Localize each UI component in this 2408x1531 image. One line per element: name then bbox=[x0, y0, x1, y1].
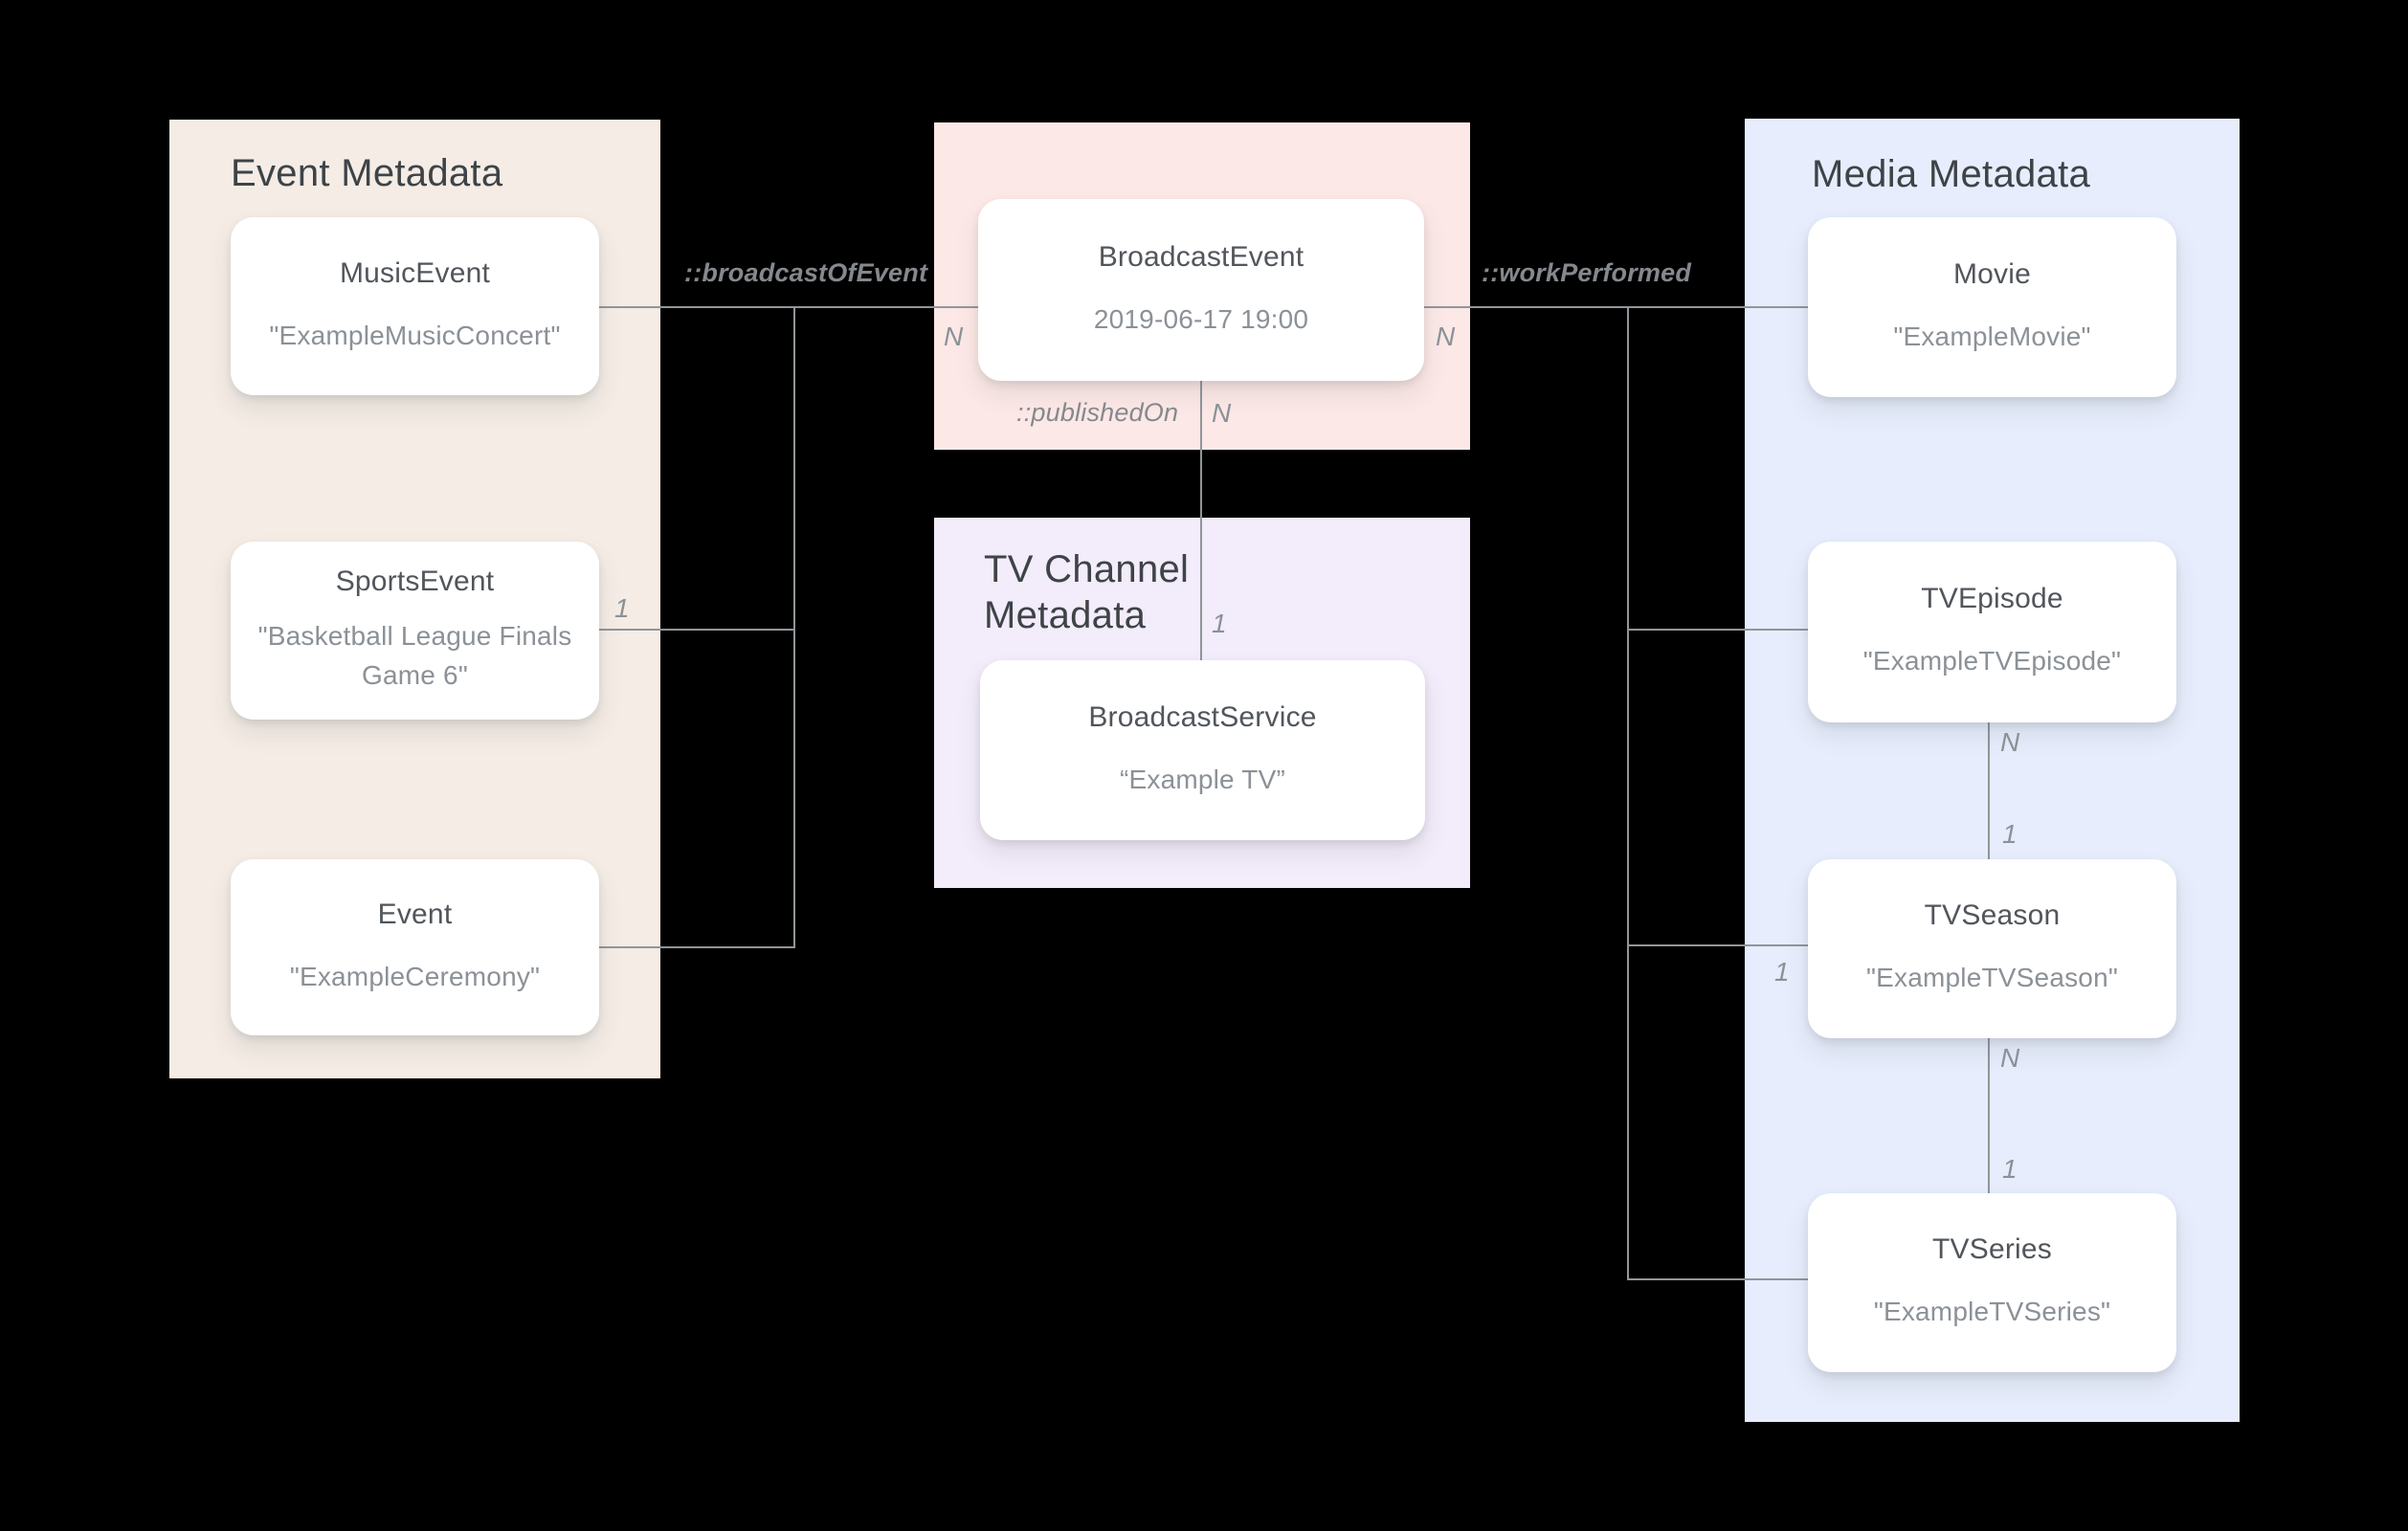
cardinality-broadcastofevent-n: N bbox=[944, 322, 964, 351]
panel-title-event-metadata: Event Metadata bbox=[231, 152, 503, 194]
card-tvseason-value: "ExampleTVSeason" bbox=[1866, 963, 2118, 993]
card-tvseries: TVSeries "ExampleTVSeries" bbox=[1808, 1193, 2176, 1372]
connector-broadcastofevent-line bbox=[599, 306, 978, 308]
card-sportsevent: SportsEvent "Basketball League Finals Ga… bbox=[231, 542, 599, 720]
cardinality-episode-season-n: N bbox=[2000, 727, 2020, 757]
cardinality-season-series-n: N bbox=[2000, 1043, 2020, 1073]
card-broadcastservice-value: “Example TV” bbox=[1119, 764, 1286, 794]
connector-tvseason-stub bbox=[1628, 944, 1808, 946]
card-tvepisode: TVEpisode "ExampleTVEpisode" bbox=[1808, 542, 2176, 722]
connector-tvepisode-stub bbox=[1628, 629, 1808, 631]
card-event: Event "ExampleCeremony" bbox=[231, 859, 599, 1035]
card-movie: Movie "ExampleMovie" bbox=[1808, 217, 2176, 397]
card-musicevent-value: "ExampleMusicConcert" bbox=[269, 320, 561, 350]
connector-season-series-line bbox=[1988, 1038, 1990, 1193]
cardinality-episode-season-1: 1 bbox=[2002, 819, 2018, 849]
card-tvseason: TVSeason "ExampleTVSeason" bbox=[1808, 859, 2176, 1038]
card-tvseries-title: TVSeries bbox=[1932, 1233, 2052, 1266]
relation-label-workperformed: ::workPerformed bbox=[1482, 258, 1692, 287]
cardinality-publishedon-1: 1 bbox=[1212, 609, 1227, 638]
cardinality-season-series-1: 1 bbox=[2002, 1154, 2018, 1184]
card-broadcastevent-title: BroadcastEvent bbox=[1098, 240, 1304, 273]
relation-label-broadcastofevent: ::broadcastOfEvent bbox=[684, 258, 928, 287]
panel-title-tv-channel-metadata: TV Channel Metadata bbox=[984, 548, 1190, 636]
card-musicevent-title: MusicEvent bbox=[339, 256, 491, 289]
connector-workperformed-line bbox=[1424, 306, 1808, 308]
relation-label-publishedon: ::publishedOn bbox=[1016, 398, 1179, 427]
cardinality-tvseason-stub-1: 1 bbox=[1774, 957, 1790, 987]
card-tvseries-value: "ExampleTVSeries" bbox=[1873, 1297, 2111, 1327]
card-broadcastevent: BroadcastEvent 2019-06-17 19:00 bbox=[978, 199, 1424, 381]
connector-publishedon-line bbox=[1200, 381, 1202, 660]
connector-tvseries-stub bbox=[1628, 1278, 1808, 1280]
connector-sportsevent-stub bbox=[599, 629, 794, 631]
card-musicevent: MusicEvent "ExampleMusicConcert" bbox=[231, 217, 599, 395]
card-sportsevent-title: SportsEvent bbox=[335, 566, 495, 598]
card-event-value: "ExampleCeremony" bbox=[289, 961, 541, 991]
connector-media-branch-line bbox=[1627, 306, 1629, 1280]
cardinality-workperformed-n: N bbox=[1436, 322, 1456, 351]
card-tvepisode-value: "ExampleTVEpisode" bbox=[1862, 646, 2122, 677]
cardinality-publishedon-n: N bbox=[1212, 398, 1232, 428]
card-broadcastservice-title: BroadcastService bbox=[1088, 700, 1317, 733]
card-sportsevent-value: "Basketball League Finals Game 6" bbox=[257, 621, 572, 690]
card-tvseason-title: TVSeason bbox=[1924, 899, 2061, 932]
card-tvepisode-title: TVEpisode bbox=[1921, 583, 2063, 615]
card-event-title: Event bbox=[377, 898, 453, 930]
cardinality-sportsevent-1: 1 bbox=[614, 593, 630, 623]
card-movie-value: "ExampleMovie" bbox=[1893, 321, 2091, 351]
card-broadcastservice: BroadcastService “Example TV” bbox=[980, 660, 1425, 840]
connector-event-stub bbox=[599, 946, 794, 948]
connector-event-branch-line bbox=[793, 306, 795, 948]
connector-episode-season-line bbox=[1988, 722, 1990, 859]
card-movie-title: Movie bbox=[1952, 257, 2032, 290]
panel-title-media-metadata: Media Metadata bbox=[1812, 153, 2091, 195]
card-broadcastevent-value: 2019-06-17 19:00 bbox=[1093, 303, 1309, 334]
